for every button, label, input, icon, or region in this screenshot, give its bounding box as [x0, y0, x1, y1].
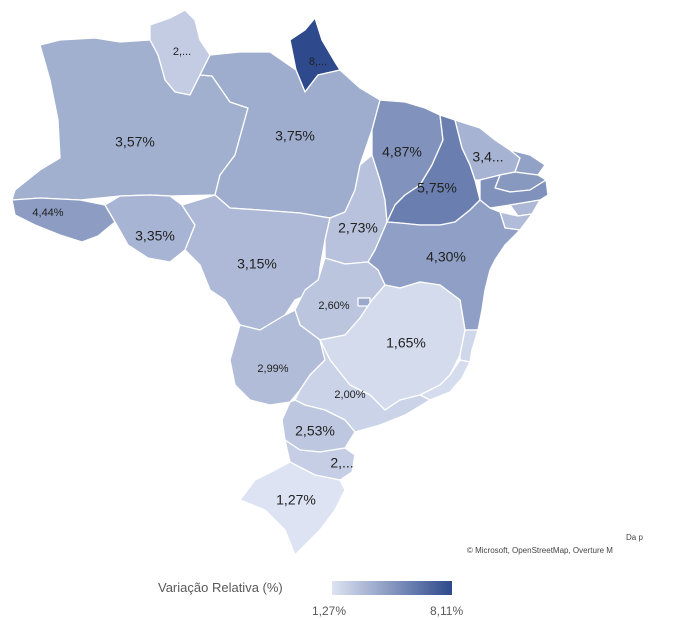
label-mg: 1,65% — [386, 335, 426, 351]
label-ap: 8,... — [309, 56, 327, 68]
legend-gradient-rect — [332, 581, 452, 595]
label-pi: 5,75% — [417, 180, 457, 196]
state-rs[interactable] — [239, 461, 346, 556]
state-pr[interactable] — [281, 399, 356, 453]
state-rj[interactable] — [419, 359, 471, 401]
label-am: 3,57% — [115, 134, 155, 150]
label-to: 2,73% — [338, 220, 378, 236]
label-ro: 3,35% — [135, 228, 175, 244]
legend-title: Variação Relativa (%) — [158, 580, 283, 595]
label-ce: 3,4... — [472, 149, 503, 165]
label-go: 2,60% — [318, 300, 349, 312]
label-pr: 2,53% — [295, 423, 335, 439]
legend-max-label: 8,11% — [430, 604, 464, 618]
label-rs: 1,27% — [276, 492, 316, 508]
label-ba: 4,30% — [426, 249, 466, 265]
state-sp[interactable] — [294, 339, 431, 433]
label-ms: 2,99% — [257, 363, 288, 375]
label-mt: 3,15% — [237, 256, 277, 272]
attribution-credits: © Microsoft, OpenStreetMap, Overture M — [467, 546, 613, 555]
brazil-choropleth-map: 2,... 8,... 3,57% 3,75% 4,44% 3,35% 3,15… — [11, 9, 549, 556]
label-rr: 2,... — [173, 46, 191, 58]
attribution-source: Da p — [626, 533, 643, 542]
state-mt[interactable] — [181, 194, 331, 331]
legend-gradient-bar — [332, 581, 452, 595]
label-ac: 4,44% — [32, 207, 63, 219]
label-pa: 3,75% — [275, 128, 315, 144]
legend-min-label: 1,27% — [312, 604, 347, 618]
state-ac[interactable] — [11, 197, 116, 243]
label-sp: 2,00% — [334, 389, 365, 401]
label-ma: 4,87% — [382, 144, 422, 160]
label-sc: 2,... — [330, 455, 353, 471]
